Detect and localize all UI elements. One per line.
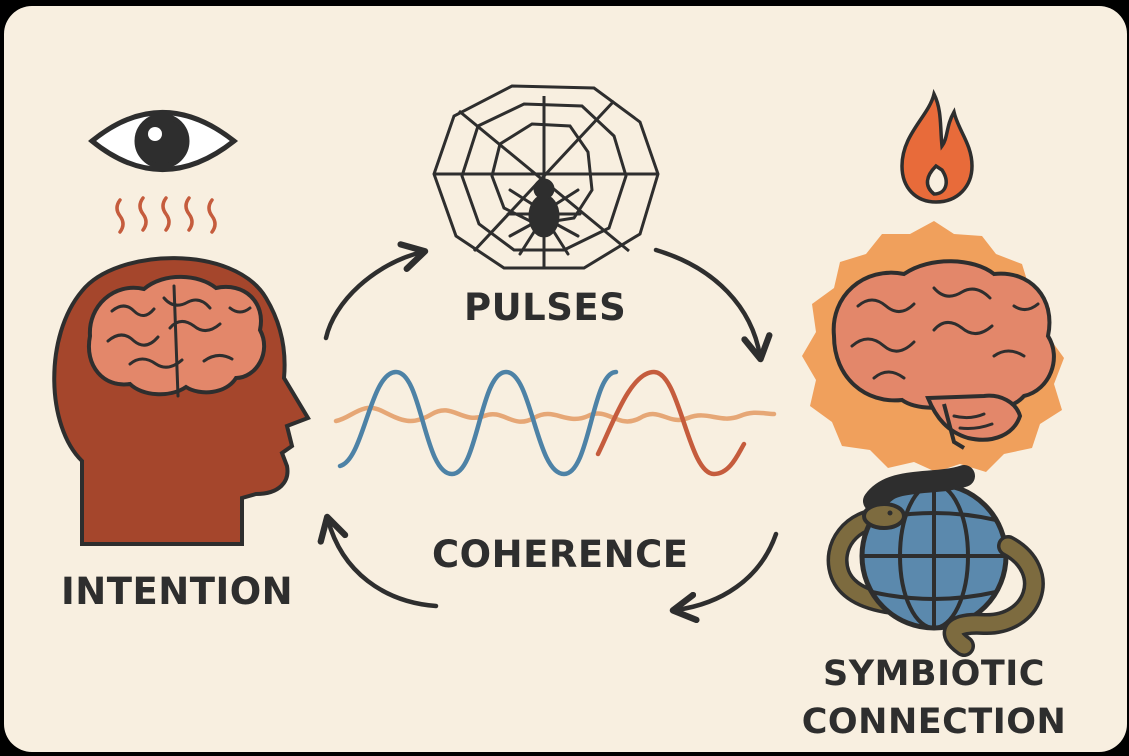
symbiotic-label-line2: CONNECTION xyxy=(801,702,1067,742)
spider-icon xyxy=(506,178,582,256)
diagram-canvas xyxy=(52,84,1064,657)
cycle-arrow-icon xyxy=(317,241,779,624)
symbiotic-connection-label: SYMBIOTIC CONNECTION xyxy=(789,650,1079,746)
diagram-card: PULSES COHERENCE INTENTION SYMBIOTIC CON… xyxy=(4,6,1127,752)
glowing-brain-icon xyxy=(802,221,1064,472)
heat-waves-icon xyxy=(115,196,217,234)
wave-icon xyxy=(333,369,777,477)
coherence-label: COHERENCE xyxy=(432,533,689,576)
intention-label: INTENTION xyxy=(61,570,294,613)
brain-icon xyxy=(86,274,267,398)
fire-icon xyxy=(900,88,974,204)
eye-icon xyxy=(88,110,239,172)
spider-web-icon xyxy=(432,84,660,270)
symbiotic-label-line1: SYMBIOTIC xyxy=(823,654,1045,694)
pulses-label: PULSES xyxy=(464,286,627,329)
